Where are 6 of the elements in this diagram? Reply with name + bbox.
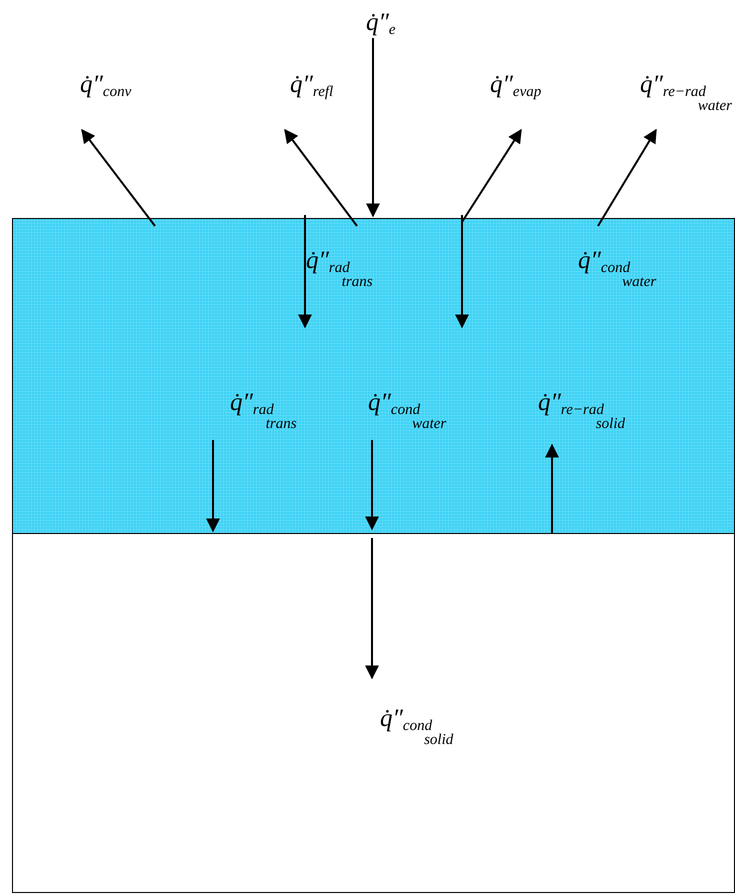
solid-layer	[12, 533, 735, 893]
water-layer	[12, 218, 735, 534]
flux-label: q̇″$_{evap}$	[490, 72, 542, 100]
flux-label: q̇″$_{e}$	[366, 10, 396, 38]
flux-label: q̇″$_{conv}$	[80, 72, 132, 100]
flux-label: q̇″$_{refl}$	[290, 72, 334, 100]
